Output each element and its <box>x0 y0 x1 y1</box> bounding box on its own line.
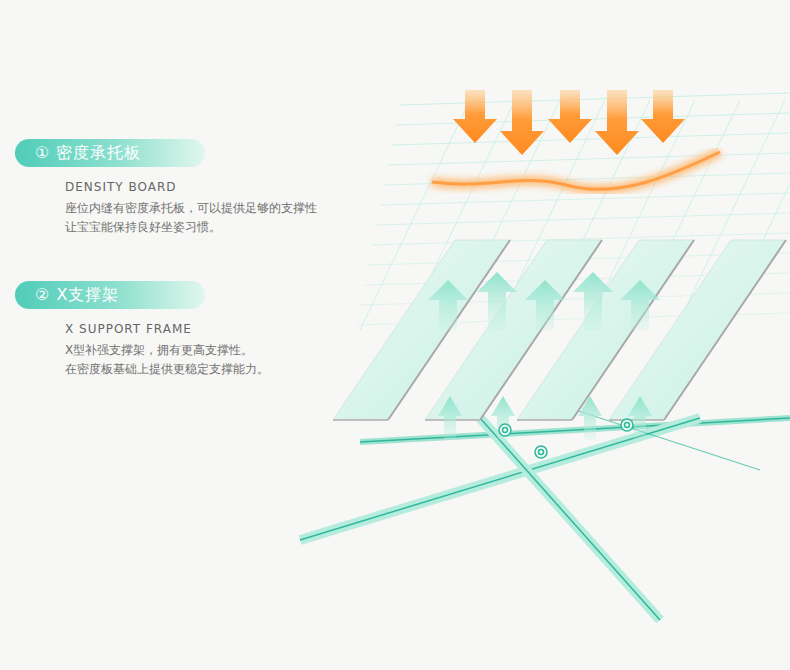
feature-pill: ① 密度承托板 <box>15 139 205 167</box>
feature-description: X型补强支撑架，拥有更高支撑性。 在密度板基础上提供更稳定支撑能力。 <box>65 341 395 379</box>
density-board-slats <box>333 240 786 420</box>
feature-description: 座位内缝有密度承托板，可以提供足够的支撑性 让宝宝能保持良好坐姿习惯。 <box>65 199 395 237</box>
feature-heading: ① 密度承托板 <box>35 143 183 163</box>
feature-pill: ② X支撑架 <box>15 281 205 309</box>
support-arrows <box>428 272 660 440</box>
rivets <box>499 419 633 458</box>
pressure-wave <box>432 152 720 189</box>
english-subtitle: X SUPPORT FRAME <box>65 321 192 337</box>
pressure-arrows <box>453 90 685 155</box>
x-frame <box>300 405 790 620</box>
english-subtitle: DENSITY BOARD <box>65 179 176 195</box>
feature-heading: ② X支撑架 <box>35 285 183 305</box>
